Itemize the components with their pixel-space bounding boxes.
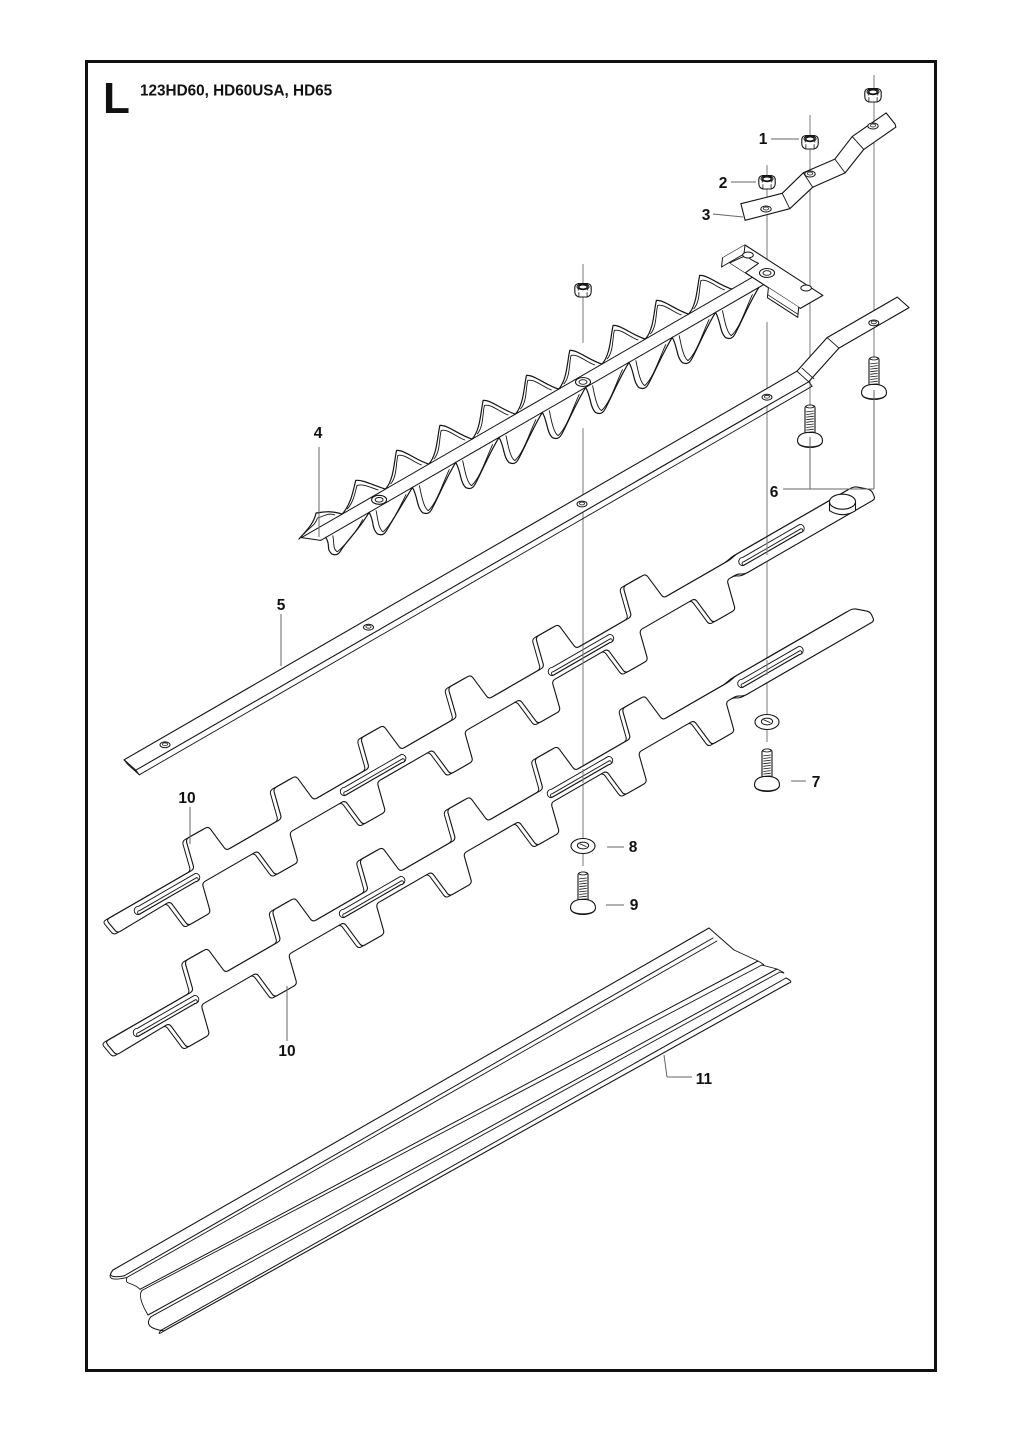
svg-text:8: 8	[629, 839, 638, 856]
svg-text:10: 10	[278, 1043, 295, 1060]
svg-text:10: 10	[178, 790, 195, 807]
svg-text:6: 6	[770, 484, 779, 501]
svg-text:1: 1	[759, 131, 768, 148]
svg-text:123HD60, HD60USA, HD65: 123HD60, HD60USA, HD65	[140, 83, 333, 100]
svg-text:11: 11	[696, 1071, 713, 1088]
svg-text:9: 9	[630, 897, 639, 914]
svg-text:7: 7	[812, 774, 821, 791]
svg-text:2: 2	[719, 175, 728, 192]
svg-text:L: L	[103, 74, 130, 123]
svg-text:3: 3	[702, 207, 711, 224]
svg-text:4: 4	[314, 425, 323, 442]
svg-text:5: 5	[277, 597, 286, 614]
